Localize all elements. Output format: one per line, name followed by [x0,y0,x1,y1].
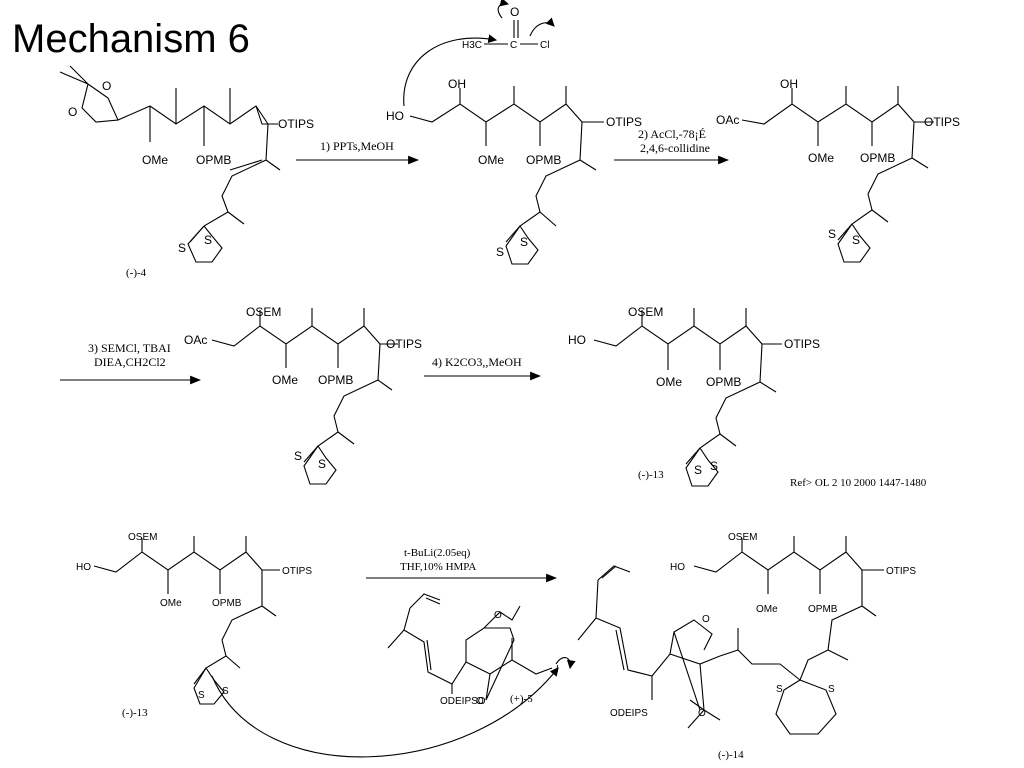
compound-13b-structure: OSEM HO OTIPS OMe OPMB S S [76,532,312,705]
atom-c: C [510,40,517,51]
atom-ome: OMe [142,153,168,167]
compound-label-13b: (-)-13 [122,707,148,719]
atom-s: S [198,690,205,701]
atom-opmb: OPMB [706,375,741,389]
atom-s: S [710,459,718,473]
compound-label-14: (-)-14 [718,749,744,761]
compound-sem-acetate-structure: OSEM OAc OTIPS OMe OPMB S S [184,305,422,485]
compound-14-structure: OSEM HO OTIPS OMe OPMB S S O O ODEIPS [577,532,916,735]
compound-13a-structure: OSEM HO OTIPS OMe OPMB S S [568,305,820,487]
atom-opmb: OPMB [212,598,242,609]
reagent-step4: 4) K2CO3,,MeOH [432,355,522,369]
atom-o: O [68,105,77,119]
atom-opmb: OPMB [318,373,353,387]
atom-s: S [222,686,229,697]
reagent-step5b: THF,10% HMPA [400,561,476,573]
atom-opmb: OPMB [860,151,895,165]
reagent-step2b: 2,4,6-collidine [640,141,710,155]
atom-s: S [828,227,836,241]
atom-o: O [698,708,706,719]
atom-oac: OAc [716,113,739,127]
reagent-step5a: t-BuLi(2.05eq) [404,547,471,559]
atom-odeipso: ODEIPSO [440,696,486,707]
atom-cl: Cl [540,40,549,51]
atom-otips: OTIPS [386,337,422,351]
atom-ome: OMe [272,373,298,387]
atom-o: O [702,614,710,625]
atom-otips: OTIPS [606,115,642,129]
atom-osem: OSEM [728,532,757,543]
atom-opmb: OPMB [808,604,838,615]
atom-otips: OTIPS [924,115,960,129]
atom-osem: OSEM [246,305,281,319]
atom-s: S [852,233,860,247]
atom-s: S [828,684,835,695]
atom-otips: OTIPS [282,566,312,577]
atom-osem: OSEM [628,305,663,319]
reagent-step1: 1) PPTs,MeOH [320,139,394,153]
atom-oac: OAc [184,333,207,347]
atom-o: O [102,79,111,93]
atom-s: S [496,245,504,259]
atom-s: S [318,457,326,471]
atom-o: O [494,610,502,621]
compound-5-structure: O O ODEIPSO I [387,593,576,707]
atom-opmb: OPMB [526,153,561,167]
reagent-step3a: 3) SEMCl, TBAI [88,341,171,355]
atom-ome: OMe [478,153,504,167]
atom-o: O [510,5,519,19]
atom-s: S [520,235,528,249]
atom-o: O [476,696,484,707]
atom-ho: HO [386,109,404,123]
curved-arrow-alkylation [211,667,559,758]
atom-s: S [178,241,186,255]
atom-ho: HO [568,333,586,347]
page-title: Mechanism 6 [12,17,250,61]
compound-label-4: (-)-4 [126,267,147,279]
atom-otips: OTIPS [784,337,820,351]
atom-s: S [294,449,302,463]
atom-s: S [694,463,702,477]
compound-diol-structure: OH HO OTIPS OMe OPMB S S [386,77,642,265]
atom-ome: OMe [756,604,778,615]
atom-oh: OH [780,77,798,91]
atom-s: S [204,233,212,247]
atom-ome: OMe [160,598,182,609]
acetyl-chloride: H3C C O Cl [462,0,555,51]
atom-h3c: H3C [462,40,482,51]
atom-opmb: OPMB [196,153,231,167]
compound-label-5: (+)-5 [510,693,533,705]
curved-arrow-attack [403,34,498,107]
atom-ho: HO [670,562,685,573]
atom-ho: HO [76,562,91,573]
atom-i: I [556,664,559,675]
compound-label-13a: (-)-13 [638,469,664,481]
atom-ome: OMe [808,151,834,165]
atom-odeips: ODEIPS [610,708,648,719]
atom-otips: OTIPS [886,566,916,577]
compound-4-structure: O O OTIPS OMe OPMB S S [59,65,314,263]
atom-oh: OH [448,77,466,91]
compound-acetate-structure: OH OAc OTIPS OMe OPMB S S [716,77,960,263]
reagent-step2a: 2) AcCl,-78¡É [638,127,706,141]
atom-otips: OTIPS [278,117,314,131]
atom-osem: OSEM [128,532,157,543]
atom-s: S [776,684,783,695]
reagent-step3b: DIEA,CH2Cl2 [94,355,166,369]
atom-ome: OMe [656,375,682,389]
reference-text: Ref> OL 2 10 2000 1447-1480 [790,477,927,489]
